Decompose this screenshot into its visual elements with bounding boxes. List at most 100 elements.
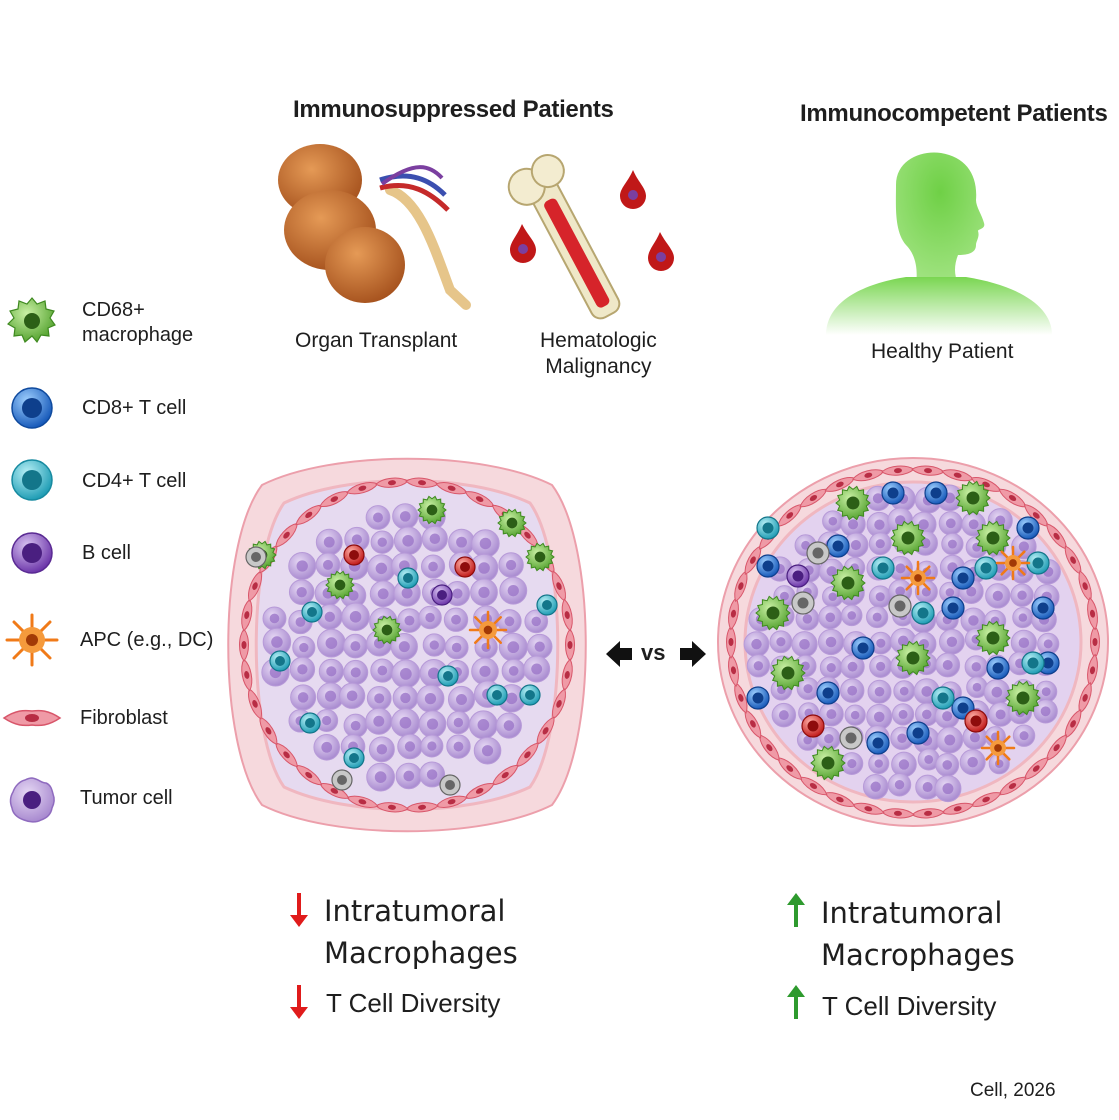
tumor-section-immunosuppressed: [227, 457, 587, 833]
tumor-cell: [341, 602, 370, 632]
macrophage: [890, 520, 926, 556]
tumor-cell: [313, 733, 341, 761]
hematologic-malignancy-label: Hematologic Malignancy: [540, 328, 657, 380]
tumor-cell: [288, 579, 315, 605]
tumor-cell: [443, 607, 469, 632]
tumor-cell: [839, 678, 865, 703]
tumor-cell: [397, 608, 422, 633]
macrophage: [525, 542, 555, 572]
tumor-cell: [843, 532, 869, 558]
tumor-cell: [289, 656, 316, 683]
tumor-cell: [392, 503, 419, 530]
immune-cell-group: [245, 495, 558, 796]
tumor-cell: [420, 734, 444, 758]
immunosuppressed-heading: Immunosuppressed Patients: [293, 96, 614, 123]
cd8-t-cell: [1016, 516, 1040, 540]
tumor-cell: [316, 603, 343, 630]
fibroblast: [799, 488, 828, 508]
tumor-cell: [771, 702, 797, 728]
tumor-cell: [473, 736, 502, 765]
tumor-cell: [891, 703, 915, 726]
legend-macrophage-line1: CD68+: [82, 299, 145, 321]
fibroblast: [516, 742, 539, 768]
cd8-t-cell: [986, 656, 1010, 680]
tumor-cell: [498, 632, 528, 662]
tumor-cell: [985, 583, 1011, 609]
fibroblast: [561, 598, 573, 632]
tumor-cell: [868, 532, 892, 556]
tumor-cell: [840, 511, 866, 537]
cd8-t-cell: [1031, 596, 1055, 620]
right-arrow-icon: [680, 641, 706, 667]
tumor-cell: [935, 752, 960, 777]
macrophage: [372, 615, 402, 645]
tumor-cell: [318, 658, 344, 684]
tumor-cell: [393, 526, 423, 556]
tumor-cell: [796, 677, 820, 701]
tumor-cell: [498, 552, 524, 578]
tumor-cell: [292, 635, 316, 660]
cd4-t-cell: [299, 712, 321, 734]
tumor-cell: [1012, 724, 1036, 747]
hematologic-line2: Malignancy: [545, 355, 652, 378]
tumor-cell: [290, 684, 317, 711]
cd4-t-cell: [1021, 651, 1045, 675]
down-arrow-icon: [290, 985, 308, 1019]
tumor-cell: [418, 605, 442, 630]
cd8-t-cell: [866, 731, 890, 755]
macrophage: [810, 745, 846, 781]
tumor-cell: [370, 658, 395, 683]
macrophage: [1005, 680, 1041, 716]
tumor-cell: [366, 762, 396, 792]
cd4-t-cell: [1026, 551, 1050, 575]
apc-cell: [900, 560, 936, 596]
cd4-t-cell: [974, 556, 998, 580]
tumor-cell: [964, 655, 988, 679]
fibroblast: [565, 628, 575, 662]
tumor-cell: [523, 655, 551, 683]
inactive-cell: [806, 541, 830, 565]
bone-marrow-illustration: [507, 154, 674, 320]
up-arrow-icon: [787, 985, 805, 1019]
tumor-cell: [934, 775, 962, 803]
cd4-t-cell: [871, 556, 895, 580]
legend-label-cd8: CD8+ T cell: [82, 397, 187, 419]
tumor-cell: [395, 762, 423, 790]
macrophage: [955, 480, 991, 516]
tumor-cell: [421, 525, 448, 552]
tumor-cell: [526, 633, 553, 660]
macrophage: [755, 595, 791, 631]
tumor-cell: [343, 659, 369, 685]
tumor-cell: [867, 679, 892, 704]
tumor-cell: [844, 704, 866, 726]
tumor-cell: [983, 678, 1011, 706]
cd8-t-cell: [951, 566, 975, 590]
cd8-t-cell: [941, 596, 965, 620]
tumor-cell: [416, 684, 445, 713]
left-outcome-macrophages: Intratumoral Macrophages: [324, 890, 518, 974]
fibroblast: [464, 491, 495, 507]
tumor-cell: [390, 708, 420, 738]
tumor-cell: [262, 606, 287, 631]
macrophage: [835, 485, 871, 521]
red-cell: [343, 544, 365, 566]
apc-cell: [995, 545, 1031, 581]
tumor-cell: [397, 733, 423, 760]
tumor-cell: [866, 605, 889, 629]
macrophage: [975, 520, 1011, 556]
cd4-t-cell: [486, 684, 508, 706]
tumor-cell: [819, 656, 843, 680]
cd8-t-cell: [906, 721, 930, 745]
cd4-t-cell: [931, 686, 955, 710]
right-outcome-macrophages: Intratumoral Macrophages: [821, 892, 1015, 976]
macrophage: [497, 508, 527, 538]
fibroblast-icon: [2, 709, 62, 727]
tumor-cell: [840, 604, 863, 627]
fibroblast: [405, 477, 439, 488]
tumor-cell: [343, 633, 368, 659]
fibroblast: [726, 625, 736, 659]
tumor-cell: [936, 726, 964, 754]
tumor-cell: [262, 627, 292, 657]
macrophage: [770, 655, 806, 691]
tumor-cell: [471, 657, 499, 686]
